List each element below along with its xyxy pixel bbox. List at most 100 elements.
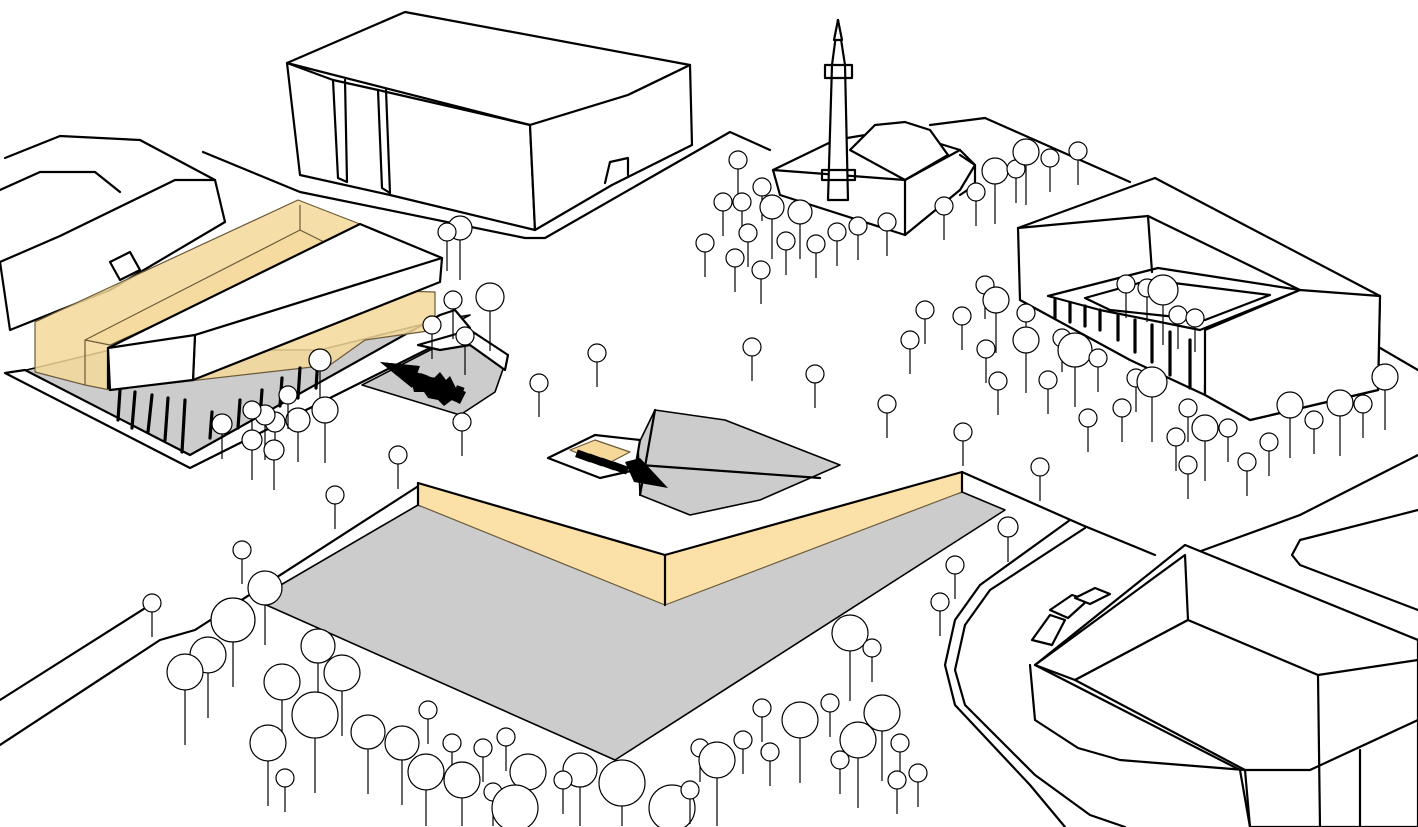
tree [863, 694, 901, 781]
tree [1012, 138, 1040, 205]
tree [1353, 394, 1373, 438]
tree [713, 192, 733, 236]
tree [422, 315, 442, 359]
tree [452, 412, 472, 456]
tree [1040, 148, 1060, 192]
plaza [254, 470, 1006, 761]
bottom-right-building [1028, 543, 1418, 827]
tree [1012, 326, 1040, 393]
tree [728, 150, 748, 194]
road-lines [0, 116, 1418, 827]
tree [308, 348, 332, 401]
tree [988, 371, 1008, 415]
tree [418, 700, 438, 744]
tree [249, 724, 287, 806]
tree [1136, 366, 1168, 442]
tree [997, 516, 1019, 562]
tree [210, 597, 256, 687]
tree [1259, 432, 1279, 476]
tree [848, 216, 868, 260]
tree [915, 300, 935, 344]
tree [839, 721, 877, 808]
tree [291, 691, 339, 793]
tree [166, 653, 204, 745]
tree [142, 593, 162, 637]
tree [1168, 305, 1188, 349]
tree [1006, 159, 1026, 203]
tree [384, 725, 420, 805]
corner-building [0, 178, 227, 332]
tree [890, 733, 910, 777]
tree [820, 693, 840, 737]
courtyard-building [1016, 176, 1382, 422]
tree [1237, 452, 1257, 496]
tree [787, 199, 813, 259]
tree [407, 753, 445, 826]
tree [529, 373, 549, 417]
tree [680, 780, 700, 824]
trees [142, 138, 1399, 827]
tree [982, 286, 1010, 353]
tree [1185, 308, 1205, 352]
tree [776, 231, 796, 275]
tree [1030, 457, 1050, 501]
tree [1078, 408, 1098, 452]
tree [981, 157, 1009, 224]
tree [752, 698, 772, 742]
tree [953, 422, 973, 466]
tree [1068, 141, 1088, 185]
tree [1116, 274, 1136, 318]
tree [1057, 332, 1093, 407]
tree [1088, 348, 1108, 392]
tree [553, 770, 573, 814]
tree [930, 592, 950, 636]
tree [759, 194, 785, 259]
tree [562, 752, 598, 826]
large-block-building [285, 10, 694, 232]
tree [1371, 363, 1399, 430]
tree [952, 306, 972, 350]
tree [877, 212, 897, 256]
tree [491, 784, 539, 827]
tree [831, 614, 869, 701]
tree [587, 343, 607, 387]
tree [232, 540, 252, 584]
tree [738, 223, 758, 267]
tree [1218, 418, 1238, 462]
tree [1178, 398, 1198, 442]
center-entry-arrow [575, 449, 668, 488]
tree [285, 407, 311, 462]
tree [862, 638, 882, 682]
tree [976, 339, 996, 383]
tree [1147, 274, 1179, 345]
tree [725, 248, 745, 292]
tree [966, 182, 986, 226]
tree [827, 222, 847, 266]
tree [733, 730, 753, 774]
tree [323, 654, 361, 736]
tree [806, 234, 826, 278]
tree [1178, 455, 1198, 499]
tree [455, 326, 475, 375]
tree [1191, 414, 1219, 481]
tree [900, 330, 920, 374]
tree [742, 337, 762, 381]
tree [278, 385, 298, 429]
tree [1166, 427, 1186, 471]
tree [934, 196, 954, 240]
tree [877, 394, 897, 438]
tree [1304, 410, 1324, 454]
tree [275, 768, 295, 812]
tree [442, 733, 462, 777]
tree [325, 485, 345, 529]
tree [830, 750, 850, 794]
tree [263, 439, 285, 490]
tree [1112, 398, 1132, 442]
tree [1276, 391, 1304, 458]
tree [211, 413, 233, 459]
tree [1038, 370, 1058, 414]
tree [1326, 389, 1354, 456]
tree [496, 727, 516, 771]
tree [908, 763, 928, 807]
